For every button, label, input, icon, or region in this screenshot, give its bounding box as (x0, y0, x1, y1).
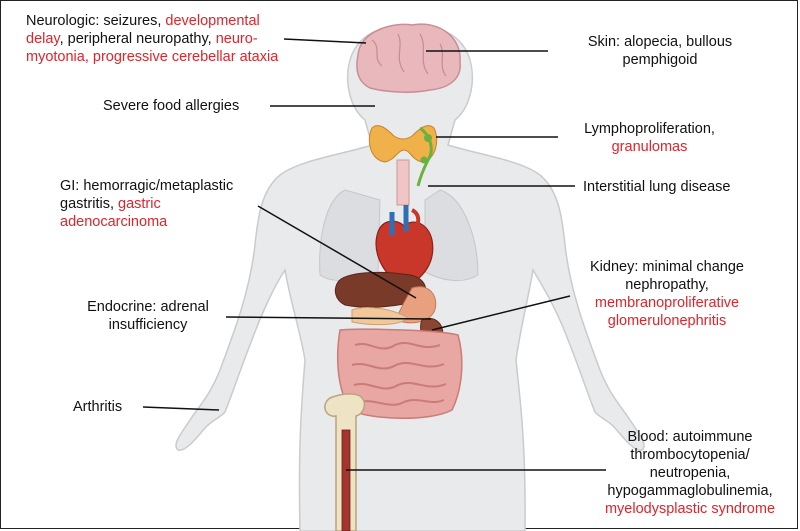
label-gi: GI: hemorragic/metaplastic gastritis, ga… (60, 177, 270, 231)
kidney-text-4: glomerulonephritis (607, 313, 727, 329)
trachea-icon (396, 159, 410, 206)
gi-text-3: gastric adenocarcinoma (60, 196, 168, 230)
neurologic-text-1: Neurologic: seizures, (26, 13, 166, 29)
endocrine-text-2: insufficiency (108, 317, 188, 333)
gi-text-2: gastritis, (60, 196, 119, 212)
lungs (319, 189, 479, 282)
label-endocrine: Endocrine: adrenal insufficiency (68, 298, 228, 334)
arthritis-text: Arthritis (73, 399, 123, 415)
neurologic-text-4: , peripheral neuropathy, (59, 31, 216, 47)
label-blood: Blood: autoimmune thrombocytopenia/ neut… (595, 428, 785, 518)
endocrine-text-1: Endocrine: adrenal (87, 299, 209, 315)
label-skin: Skin: alopecia, bullous pemphigoid (560, 33, 760, 69)
food-allergies-text: Severe food allergies (103, 98, 240, 114)
lung-text: Interstitial lung disease (583, 179, 731, 195)
blood-text-4: hypogammaglobulinemia, (607, 483, 773, 499)
kidney-text-3: membranoproliferative (594, 295, 740, 311)
label-lung: Interstitial lung disease (583, 178, 773, 196)
label-neurologic: Neurologic: seizures, developmental dela… (26, 12, 326, 66)
blood-text-2: thrombocytopenia/ (630, 447, 750, 463)
lymph-node-icon (416, 126, 433, 187)
neurologic-text-6: myotonia, progressive cerebellar ataxia (26, 49, 279, 65)
label-lymphoproliferation: Lymphoproliferation, granulomas (562, 120, 737, 156)
neurologic-text-3: delay (26, 31, 60, 47)
blood-text-1: Blood: autoimmune (627, 429, 753, 445)
lympho-text-1: Lymphoproliferation, (584, 121, 715, 137)
label-arthritis: Arthritis (73, 398, 153, 416)
leader-lines (142, 38, 606, 471)
adrenal-gland-icon (351, 307, 409, 326)
brain-icon (356, 23, 461, 93)
kidney-text-1: Kidney: minimal change (590, 259, 744, 275)
lympho-text-2: granulomas (611, 139, 688, 155)
label-food-allergies: Severe food allergies (103, 97, 273, 115)
blood-text-5: myelodysplastic syndrome (604, 501, 776, 517)
stomach-icon (395, 286, 437, 324)
femur-bone-icon (324, 393, 366, 531)
gi-text-1: GI: hemorragic/metaplastic (60, 178, 234, 194)
skin-text-1: Skin: alopecia, bullous (587, 34, 733, 50)
neurologic-text-5: neuro- (215, 31, 258, 47)
skin-text-2: pemphigoid (622, 52, 698, 68)
label-kidney: Kidney: minimal change nephropathy, memb… (572, 258, 762, 330)
intestines-icon (336, 328, 463, 419)
blood-text-3: neutropenia, (649, 465, 731, 481)
kidney-text-2: nephropathy, (625, 277, 709, 293)
neurologic-text-2: developmental (165, 13, 260, 29)
thyroid-icon (368, 125, 438, 163)
heart-icon (375, 205, 434, 289)
